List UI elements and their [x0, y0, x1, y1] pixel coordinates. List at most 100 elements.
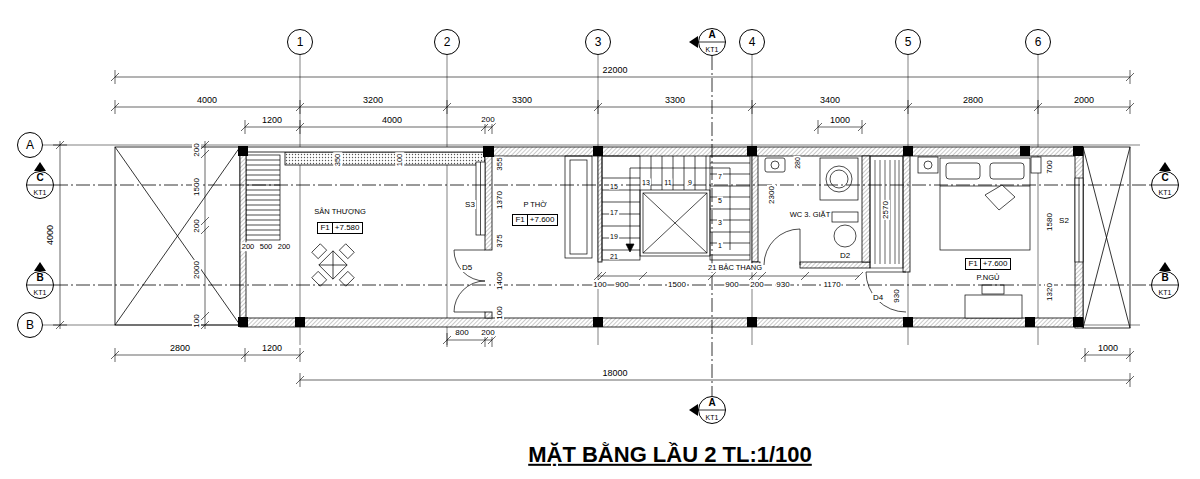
bed	[946, 163, 980, 179]
section-marker: AKT1	[698, 396, 726, 424]
window-tag: S2	[1058, 217, 1070, 225]
dimension-text: 375	[496, 233, 504, 248]
sanitary-fixture	[832, 212, 858, 222]
axis-text: 2	[444, 36, 451, 48]
wall	[240, 318, 1083, 327]
marker-text: C	[36, 173, 43, 183]
column	[1020, 146, 1030, 156]
altar-cabinet	[570, 160, 587, 254]
label-text: 200	[480, 115, 495, 124]
axis-bubble: 6	[1025, 29, 1051, 55]
label-text: 200	[241, 242, 256, 251]
room-name: SÂN THƯỢNG	[313, 208, 366, 216]
marker-flag	[689, 404, 698, 416]
axis-text: 3	[595, 36, 602, 48]
label-text: 2800	[169, 343, 191, 353]
label-text: 2300	[767, 185, 776, 205]
axis-bubble: 1	[287, 29, 313, 55]
table-set	[312, 271, 327, 286]
label-text: 200	[480, 328, 495, 337]
section-marker: BKT1	[1151, 271, 1179, 299]
label-text: 1320	[1045, 282, 1054, 302]
dimension-text: 280	[794, 156, 801, 170]
label-text: D5	[461, 263, 473, 272]
axis-bubble: 2	[434, 29, 460, 55]
dimension-text: 2300	[768, 185, 776, 205]
wall	[485, 156, 492, 250]
stair-note: 21 BẬC THANG	[707, 264, 763, 272]
dimension-text: 700	[1046, 159, 1054, 174]
room-name: WC 3. GIẶT	[789, 211, 831, 219]
wardrobe	[870, 156, 903, 268]
stair	[630, 168, 730, 250]
section-marker-circle	[699, 29, 726, 56]
label-text: 18000	[601, 368, 628, 378]
label-text: D2	[839, 251, 851, 260]
label-text: 930	[775, 280, 790, 289]
dimension-text: 200	[193, 142, 201, 157]
label-text: 355	[495, 156, 504, 171]
label-text: 100	[495, 305, 504, 320]
dimension-text: 200	[277, 243, 292, 251]
label-text: 3200	[362, 95, 384, 105]
label-text: 1000	[1097, 343, 1119, 353]
sanitary-fixture	[765, 158, 858, 247]
void-opening	[1083, 147, 1130, 328]
marker-text: KT1	[1159, 289, 1172, 296]
stair	[602, 178, 640, 250]
label-text: 4000	[381, 115, 403, 125]
label-text: 1170	[822, 280, 841, 289]
section-marker: BKT1	[26, 271, 54, 299]
marker-divider	[699, 42, 726, 43]
void-opening	[115, 147, 1130, 328]
label-text: 4000	[196, 95, 218, 105]
grid-axis	[43, 55, 1140, 345]
axis-bubble-circle	[18, 313, 43, 338]
dimension-text: 1200	[261, 116, 283, 125]
wall	[862, 156, 870, 262]
stair	[602, 156, 750, 260]
step-number: 17	[609, 209, 619, 216]
stair	[643, 193, 707, 253]
label-text: 1200	[261, 343, 283, 353]
dimension-text: 1000	[1097, 344, 1119, 353]
step-number: 5	[717, 197, 723, 204]
axis-bubble-circle	[740, 30, 765, 55]
table-set	[299, 231, 367, 299]
dimension-text: 1400	[496, 271, 504, 291]
wall	[485, 312, 492, 318]
column	[593, 146, 603, 156]
marker-text: KT1	[706, 414, 719, 421]
axis-text: 6	[1035, 36, 1042, 48]
level-text: +7.580	[332, 223, 362, 233]
altar-cabinet	[565, 156, 592, 258]
marker-divider	[1152, 185, 1179, 186]
dimension-text: 2800	[169, 344, 191, 353]
dimension-text: 1580	[1046, 212, 1054, 232]
parapet-steps	[246, 160, 280, 235]
dimension-text: 3300	[511, 96, 533, 105]
section-marker: AKT1	[698, 28, 726, 56]
bed	[918, 157, 1041, 250]
dimension-text: 200	[480, 116, 495, 124]
dimension-line	[296, 373, 1134, 387]
table-set	[319, 251, 347, 279]
axis-text: 5	[905, 36, 912, 48]
level-tag: F1+7.580	[317, 222, 362, 234]
dimension-text: 930	[775, 281, 790, 289]
window	[476, 162, 485, 235]
dimension-text: 200	[480, 329, 495, 337]
dimension-text: 1370	[496, 190, 504, 210]
label-text: 100	[592, 280, 607, 289]
planter	[246, 147, 485, 152]
dimension-text: 800	[454, 329, 469, 337]
label-text: 1400	[495, 271, 504, 291]
marker-text: B	[36, 273, 43, 283]
marker-divider	[699, 410, 726, 411]
label-text: 200	[192, 218, 201, 233]
step-number: 21	[609, 253, 619, 260]
window	[1079, 178, 1080, 262]
dimension-text: 100	[592, 281, 607, 289]
